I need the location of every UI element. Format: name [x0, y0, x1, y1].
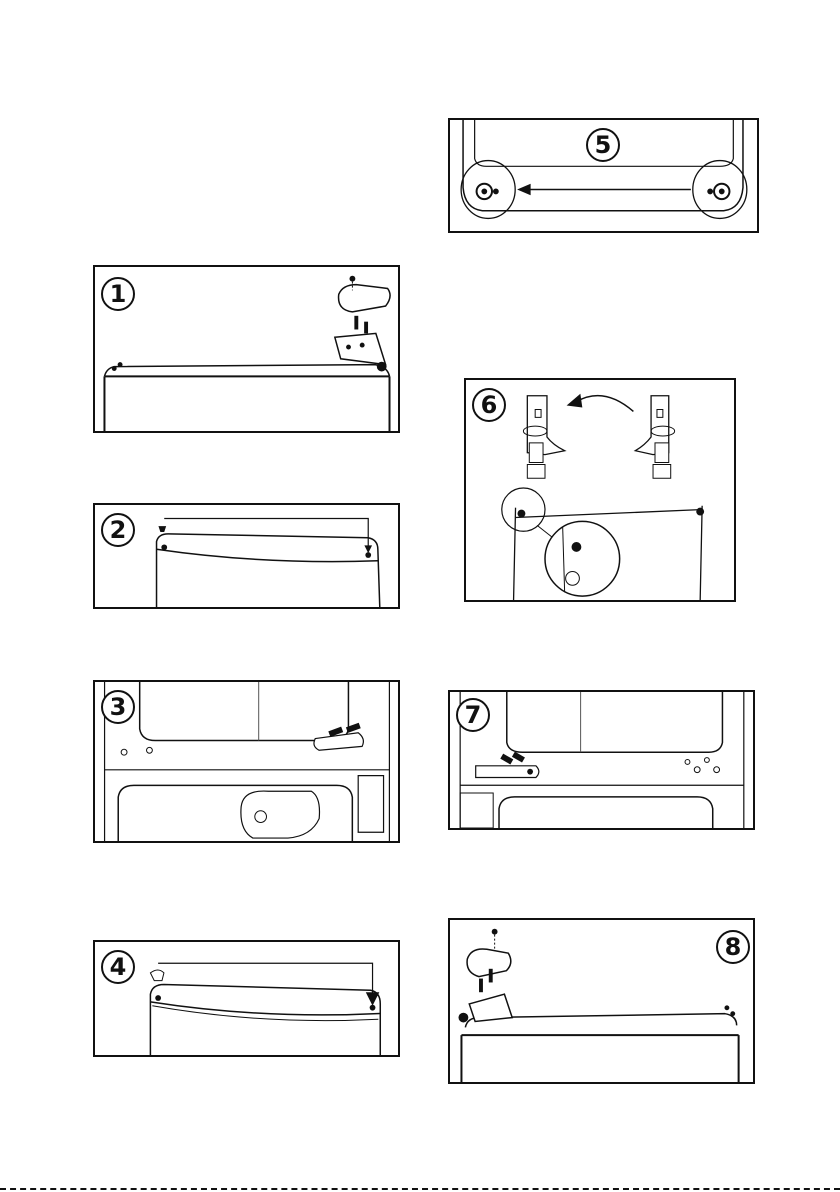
step-7-number: 7 [456, 698, 490, 732]
rotate-arrow-icon [576, 396, 633, 412]
arrow-icon [158, 963, 372, 1000]
step-8-panel: 8 [448, 918, 755, 1084]
step-1-illustration [95, 267, 398, 431]
step-6-illustration [466, 380, 734, 600]
step-5-panel: 5 [448, 118, 759, 233]
step-4-illustration [95, 942, 398, 1055]
step-3-panel: 3 [93, 680, 400, 843]
step-6-number: 6 [472, 388, 506, 422]
screw-icon [112, 366, 117, 371]
step-3-illustration [95, 682, 398, 841]
hinge-plate-icon [335, 333, 386, 364]
step-7-illustration [450, 692, 753, 828]
hinge-plate-icon [469, 994, 512, 1021]
step-3-number: 3 [101, 690, 135, 724]
screw-icon [121, 749, 127, 755]
step-4-number: 4 [101, 950, 135, 984]
step-8-number: 8 [716, 930, 750, 964]
step-1-number: 1 [101, 277, 135, 311]
step-2-illustration [95, 505, 398, 607]
page-bottom-divider [0, 1188, 840, 1190]
step-1-panel: 1 [93, 265, 400, 433]
step-6-panel: 6 [464, 378, 736, 602]
zoom-detail-icon [545, 521, 620, 596]
step-2-number: 2 [101, 513, 135, 547]
step-2-panel: 2 [93, 503, 400, 609]
hinge-cover-icon [339, 285, 391, 312]
step-4-panel: 4 [93, 940, 400, 1057]
step-5-number: 5 [586, 128, 620, 162]
step-7-panel: 7 [448, 690, 755, 830]
hinge-plate-icon [314, 733, 363, 751]
step-8-illustration [450, 920, 753, 1082]
